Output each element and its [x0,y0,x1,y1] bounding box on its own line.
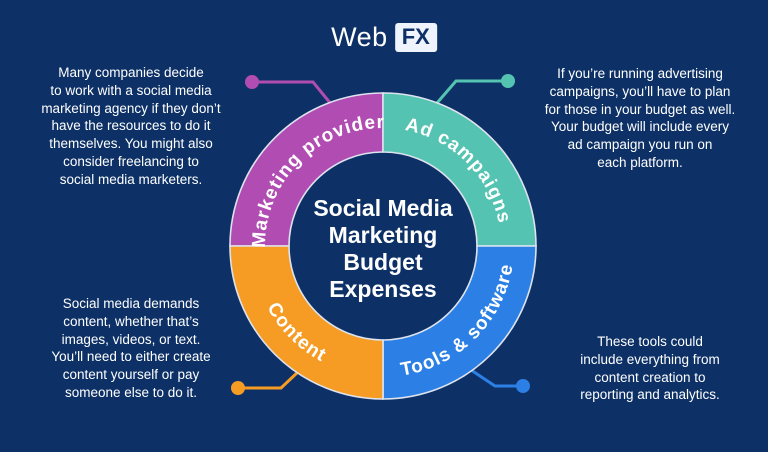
connector-dot-marketing-provider [245,75,259,89]
connector-dot-ad-campaigns [501,74,515,88]
callout-connectors [231,74,530,395]
description-content: Social media demands content, whether th… [51,296,211,400]
donut-center-title: Social Media Marketing Budget Expenses [313,195,453,302]
connector-dot-tools-software [516,379,530,393]
connector-line-tools-software [467,366,523,388]
segment-marketing-provider [229,92,384,247]
segment-tools-software [382,245,537,400]
connector-dot-content [231,381,245,395]
connector-line-marketing-provider [252,80,333,105]
description-tools-software: These tools could include everything fro… [580,334,720,403]
connector-line-ad-campaigns [435,79,508,104]
webfx-logo: Web FX [331,22,437,53]
logo-web-text: Web [331,22,388,52]
segment-ad-campaigns [382,92,537,247]
connector-line-content [238,369,301,390]
description-ad-campaigns: If you’re running advertising campaigns,… [544,66,736,170]
segment-content [229,245,384,400]
logo-fx-badge: FX [394,23,437,52]
description-marketing-provider: Many companies decide to work with a soc… [41,65,221,187]
